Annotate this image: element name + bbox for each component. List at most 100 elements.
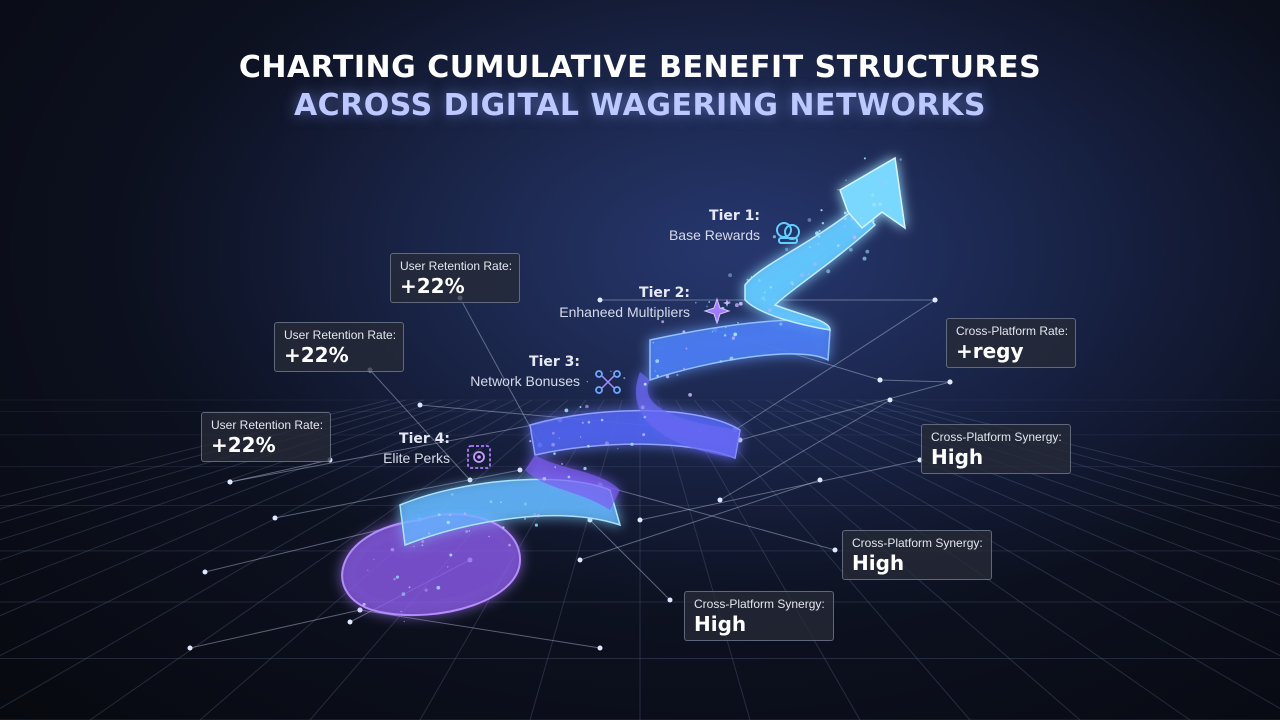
sparkle-particle xyxy=(604,441,609,446)
sparkle-particle xyxy=(843,224,846,228)
metric-label: User Retention Rate: xyxy=(284,328,397,342)
sparkle-particle xyxy=(600,418,604,422)
grid-line xyxy=(765,399,1280,656)
sparkle-particle xyxy=(769,285,773,289)
sparkle-particle xyxy=(899,158,902,161)
tier-4-name: Tier 4: xyxy=(399,431,450,447)
metric-card-retention-2: User Retention Rate: +22% xyxy=(274,322,404,372)
sparkle-particle xyxy=(502,526,505,529)
connector-node xyxy=(887,397,893,403)
sparkle-particle xyxy=(843,211,847,215)
grid-line xyxy=(0,399,479,586)
connector-node xyxy=(667,597,673,603)
sparkle-particle xyxy=(708,301,711,303)
metric-value: +22% xyxy=(400,274,465,298)
connector-line xyxy=(599,484,836,551)
sparkle-particle xyxy=(688,393,692,397)
sparkle-particle xyxy=(872,202,877,207)
sparkle-particle xyxy=(617,448,619,450)
sparkle-particle xyxy=(449,553,453,557)
tier-4-desc: Elite Perks xyxy=(383,450,450,466)
sparkle-particle xyxy=(862,256,867,261)
sparkle-particle xyxy=(813,261,817,266)
sparkle-particle xyxy=(731,336,736,340)
sparkle-particle xyxy=(643,415,647,419)
connector-node xyxy=(202,569,208,575)
sparkle-particle xyxy=(654,370,657,372)
sparkle-particle xyxy=(880,183,883,186)
connector-line xyxy=(229,419,561,483)
sparkle-particle xyxy=(808,246,811,249)
connector-node xyxy=(272,515,278,521)
connector-line xyxy=(274,469,521,519)
sparkle-particle xyxy=(610,370,612,372)
sparkle-particle xyxy=(558,437,560,439)
sparkle-particle xyxy=(821,221,825,225)
sparkle-particle xyxy=(837,188,839,191)
connector-node xyxy=(187,645,193,651)
sparkle-particle xyxy=(807,218,812,222)
sparkle-particle xyxy=(437,513,441,517)
grid-line xyxy=(891,399,1280,497)
sparkle-particle xyxy=(581,421,584,424)
tier-1-label: Tier 1: Base Rewards xyxy=(620,208,760,243)
sparkle-particle xyxy=(665,374,670,379)
sparkle-particle xyxy=(655,359,660,363)
sparkle-particle xyxy=(488,535,490,538)
sparkle-particle xyxy=(860,216,863,219)
sparkle-particle xyxy=(587,420,591,424)
metric-card-synergy-3: Cross-Platform Synergy: High xyxy=(684,591,834,641)
sparkle-particle xyxy=(656,374,659,378)
sparkle-particle xyxy=(706,305,708,308)
sparkle-particle xyxy=(848,247,853,252)
sparkle-particle xyxy=(871,219,875,223)
sparkle-particle xyxy=(567,475,571,479)
metric-card-retention-1: User Retention Rate: +22% xyxy=(390,253,520,303)
sparkle-particle xyxy=(729,356,734,361)
metric-value: High xyxy=(931,445,984,469)
sparkle-particle xyxy=(779,322,783,326)
sparkle-particle xyxy=(738,301,743,306)
sparkle-particle xyxy=(428,532,431,535)
sparkle-particle xyxy=(463,512,467,515)
sparkle-particle xyxy=(850,217,854,221)
tier-1-desc: Base Rewards xyxy=(668,227,760,243)
sparkle-particle xyxy=(448,513,452,517)
connector-node xyxy=(717,497,723,503)
arrow-head xyxy=(839,156,906,230)
metric-label: User Retention Rate: xyxy=(211,418,324,432)
metric-value: +regy xyxy=(956,339,1024,363)
sparkle-particle xyxy=(643,382,647,386)
sparkle-particle xyxy=(401,592,406,596)
connector-line xyxy=(459,297,541,446)
sparkle-particle xyxy=(761,296,765,300)
sparkle-particle xyxy=(468,530,471,532)
connector-node xyxy=(347,619,353,625)
sparkle-particle xyxy=(533,513,536,516)
connector-line xyxy=(189,609,361,649)
metric-label: Cross-Platform Synergy: xyxy=(852,536,983,550)
sparkle-particle xyxy=(818,229,821,233)
grid-line xyxy=(657,399,751,720)
sparkle-particle xyxy=(746,278,749,281)
sparkle-particle xyxy=(400,610,402,613)
connector-line xyxy=(719,399,891,501)
sparkle-particle xyxy=(763,296,765,298)
connector-node xyxy=(227,479,233,485)
metric-card-synergy-2: Cross-Platform Synergy: High xyxy=(842,530,992,580)
sparkle-particle xyxy=(422,536,425,539)
sparkle-particle xyxy=(542,476,547,481)
sparkle-particles xyxy=(362,157,902,623)
connector-node xyxy=(877,377,883,383)
sparkle-particle xyxy=(711,331,714,333)
metric-card-synergy-1: Cross-Platform Synergy: High xyxy=(921,424,1071,474)
sparkle-particle xyxy=(395,575,400,579)
sparkle-particle xyxy=(421,544,424,547)
sparkle-particle xyxy=(737,321,739,324)
metric-card-cross-platform-rate: Cross-Platform Rate: +regy xyxy=(946,318,1076,368)
sparkle-particle xyxy=(878,202,882,206)
connector-node xyxy=(467,477,473,483)
sparkle-particle xyxy=(685,347,688,350)
connector-node xyxy=(577,557,583,563)
sparkle-particle xyxy=(500,501,502,504)
